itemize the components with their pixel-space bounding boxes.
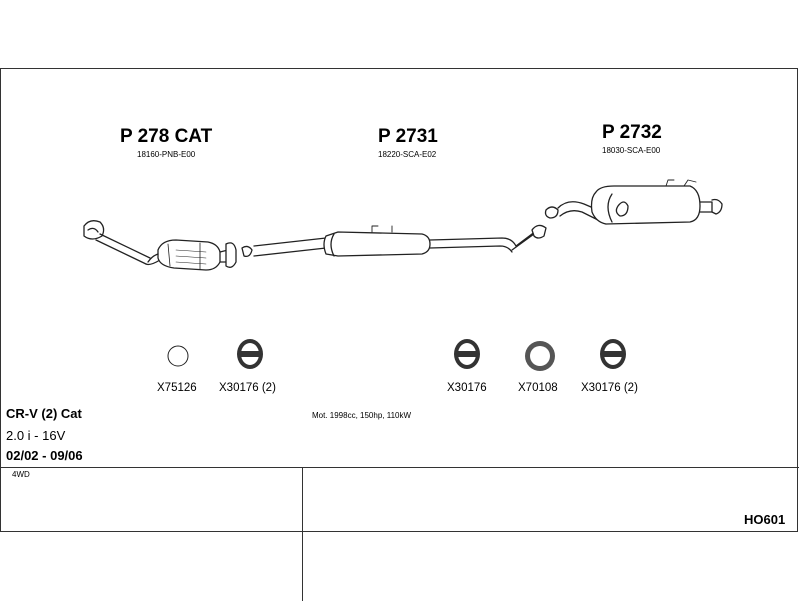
rear-muffler-part[interactable] [557, 179, 723, 225]
motor-info: Mot. 1998cc, 150hp, 110kW [312, 411, 412, 420]
accessory-label: X30176 (2) [581, 382, 638, 394]
rubber-hanger-icon[interactable] [600, 339, 626, 369]
divider-horizontal [1, 467, 799, 468]
accessory-label: X30176 (2) [219, 382, 276, 394]
catalytic-converter-part[interactable] [83, 220, 237, 271]
gasket-ring-icon[interactable] [525, 341, 555, 371]
vehicle-engine: 2.0 i - 16V [6, 428, 66, 443]
part-number-center: P 2731 [378, 126, 438, 147]
divider-vertical [302, 467, 303, 601]
part-number-rear: P 2732 [602, 122, 662, 143]
oem-number-cat: 18160-PNB-E00 [137, 150, 196, 159]
oem-number-rear: 18030-SCA-E00 [602, 146, 661, 155]
diagram-code: HO601 [744, 512, 786, 527]
part-number-cat: P 278 CAT [120, 126, 213, 147]
rubber-hanger-icon[interactable] [454, 339, 480, 369]
accessory-label: X75126 [157, 382, 197, 394]
vehicle-model: CR-V (2) Cat [6, 406, 82, 421]
ring-icon[interactable] [167, 345, 189, 367]
flange-gasket [241, 245, 253, 258]
diagram-frame [0, 68, 799, 601]
flange-gasket-2 [544, 206, 559, 219]
accessory-label: X30176 [447, 382, 487, 394]
vehicle-years: 02/02 - 09/06 [6, 448, 83, 463]
vehicle-drive: 4WD [12, 470, 30, 479]
center-muffler-part[interactable] [253, 224, 547, 257]
oem-number-center: 18220-SCA-E02 [378, 150, 437, 159]
accessory-label: X70108 [518, 382, 558, 394]
rubber-hanger-icon[interactable] [237, 339, 263, 369]
